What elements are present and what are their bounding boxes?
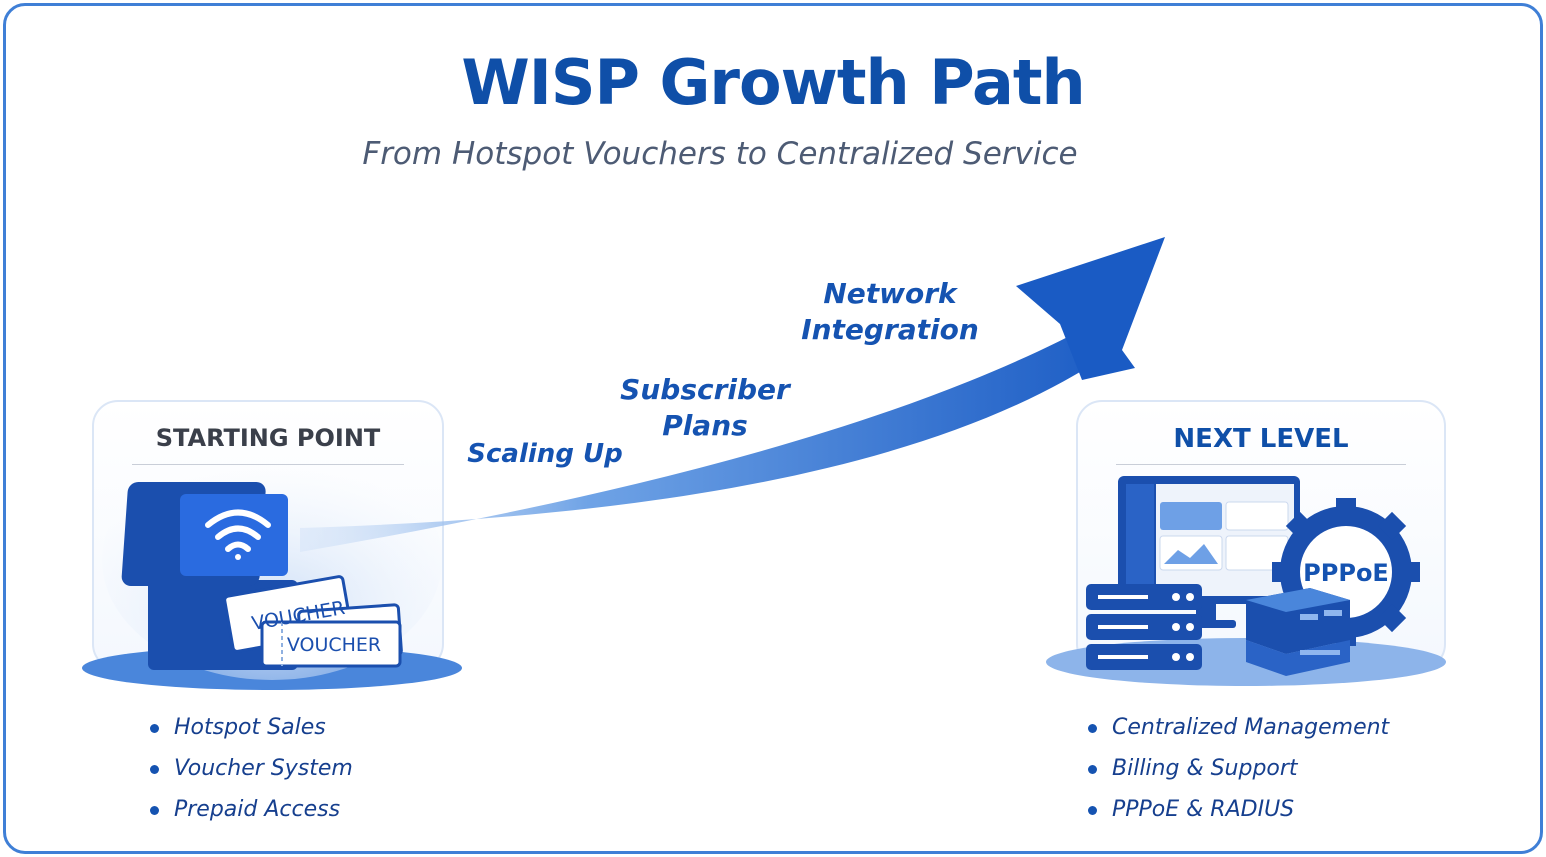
voucher-icon	[223, 575, 403, 668]
list-item: PPPoE & RADIUS	[1088, 794, 1389, 835]
list-item: Centralized Management	[1088, 712, 1389, 753]
stage-label: Network Integration	[801, 277, 979, 346]
voucher-label-front: VOUCHER	[287, 634, 381, 656]
stage-label: Subscriber Plans	[620, 373, 790, 442]
page-title: WISP Growth Path	[461, 46, 1085, 119]
list-item: Voucher System	[150, 753, 353, 794]
wifi-icon	[205, 509, 271, 560]
monitor-icon	[1118, 476, 1300, 628]
server-icon	[1086, 584, 1202, 670]
next-level-title: NEXT LEVEL	[1173, 424, 1349, 454]
list-item: Billing & Support	[1088, 753, 1389, 794]
router-icon	[1246, 588, 1350, 676]
list-item: Prepaid Access	[150, 794, 353, 835]
page-subtitle: From Hotspot Vouchers to Centralized Ser…	[362, 136, 1078, 172]
next-level-divider	[1116, 464, 1406, 465]
list-item: Hotspot Sales	[150, 712, 353, 753]
pppoe-badge: PPPoE	[1303, 559, 1389, 587]
next-level-features: Centralized Management Billing & Support…	[1088, 712, 1389, 835]
starting-point-features: Hotspot Sales Voucher System Prepaid Acc…	[150, 712, 353, 835]
stage-label: Scaling Up	[467, 439, 623, 469]
